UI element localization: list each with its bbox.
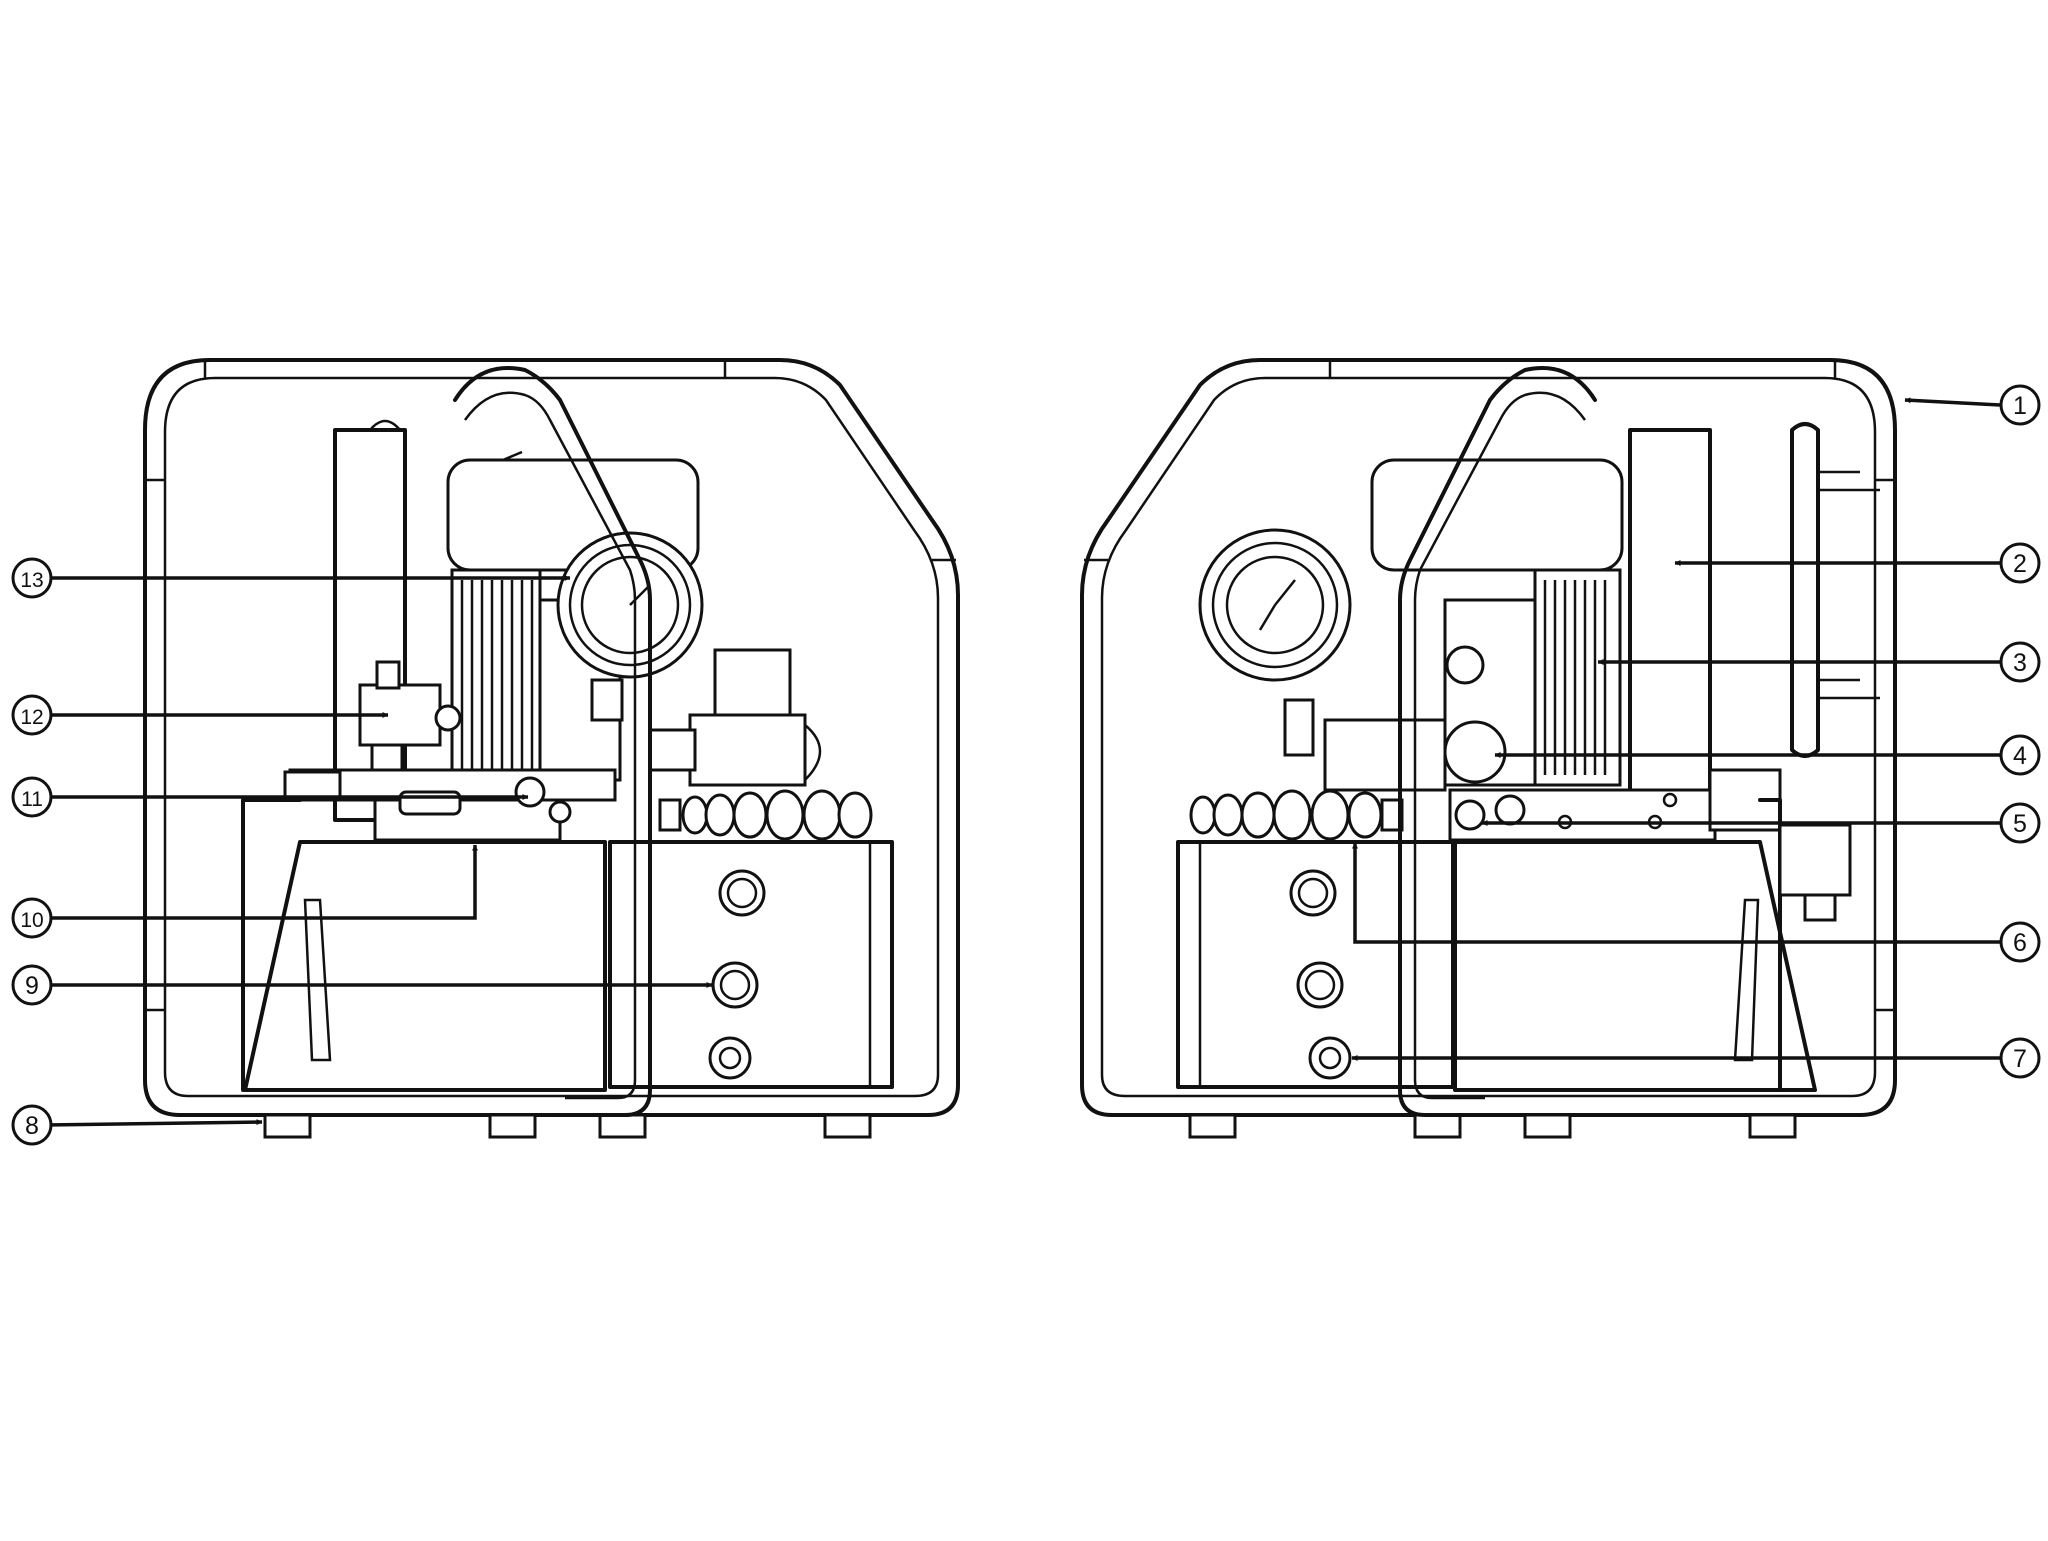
left-frame-inner (163, 376, 940, 1098)
left-relief-valve (358, 660, 462, 787)
leader-lines (44, 397, 2001, 1127)
right-motor-body (1533, 568, 1622, 787)
callout-10: 10 (11, 897, 53, 939)
callout-label: 2 (2013, 550, 2027, 578)
callouts: 1 2 3 4 5 6 7 8 9 10 11 12 13 (11, 384, 2041, 1146)
right-frame-inner (1100, 376, 1877, 1098)
callout-4: 4 (1999, 734, 2041, 776)
right-tank (1453, 840, 1817, 1092)
right-pressure-valve (1454, 799, 1486, 831)
callout-label: 12 (20, 706, 43, 729)
right-manifold-plate (1448, 788, 1717, 842)
callout-label: 10 (20, 909, 43, 932)
right-quick-couplers (1189, 789, 1404, 841)
leader-6 (1352, 842, 2000, 944)
left-quick-couplers (658, 789, 873, 841)
callout-label: 3 (2013, 649, 2027, 677)
callout-1: 1 (1999, 384, 2041, 426)
right-pressure-gauge (1198, 528, 1352, 757)
callout-5: 5 (1999, 802, 2041, 844)
callout-3: 3 (1999, 641, 2041, 683)
right-motor-cap (1370, 458, 1624, 572)
callout-9: 9 (11, 964, 53, 1006)
right-filter-cap (1443, 720, 1507, 784)
leader-1 (1904, 397, 2001, 407)
right-frame-outer (1080, 358, 1897, 1117)
callout-label: 13 (20, 569, 43, 592)
right-motor-fins (1543, 580, 1607, 775)
callout-label: 5 (2013, 810, 2027, 838)
left-front-handle (453, 366, 652, 1117)
right-terminal-box (1778, 823, 1852, 897)
callout-label: 9 (25, 972, 39, 1000)
left-motor-body (450, 568, 542, 782)
callout-label: 1 (2013, 392, 2027, 420)
callout-label: 11 (21, 788, 43, 811)
callout-11: 11 (11, 776, 53, 818)
callout-6: 6 (1999, 921, 2041, 963)
right-feet (1188, 1113, 1797, 1139)
left-feet (263, 1113, 872, 1139)
callout-label: 7 (2013, 1045, 2027, 1073)
leader-10 (45, 844, 478, 920)
right-front-handle (1398, 366, 1597, 1117)
right-pump-view (1080, 358, 1897, 1139)
left-tank (243, 840, 607, 1092)
right-side-handle (1790, 422, 1820, 758)
callout-label: 6 (2013, 929, 2027, 957)
left-frame-outer (143, 358, 960, 1117)
callout-label: 8 (25, 1112, 39, 1140)
right-back-panel (1628, 428, 1712, 812)
left-reservoir-plugs (708, 869, 766, 1080)
left-pressure-gauge (556, 531, 704, 722)
left-reservoir (608, 840, 894, 1089)
left-pump-view (143, 358, 960, 1139)
callout-8: 8 (11, 1104, 53, 1146)
callout-2: 2 (1999, 542, 2041, 584)
callout-7: 7 (1999, 1037, 2041, 1079)
left-tank-box (241, 798, 302, 1092)
leader-8 (44, 1119, 263, 1127)
left-motor-fins (460, 580, 534, 770)
callout-13: 13 (11, 557, 53, 599)
right-reservoir-plugs (1289, 869, 1352, 1080)
callout-12: 12 (11, 694, 53, 736)
callout-label: 4 (2013, 742, 2027, 770)
